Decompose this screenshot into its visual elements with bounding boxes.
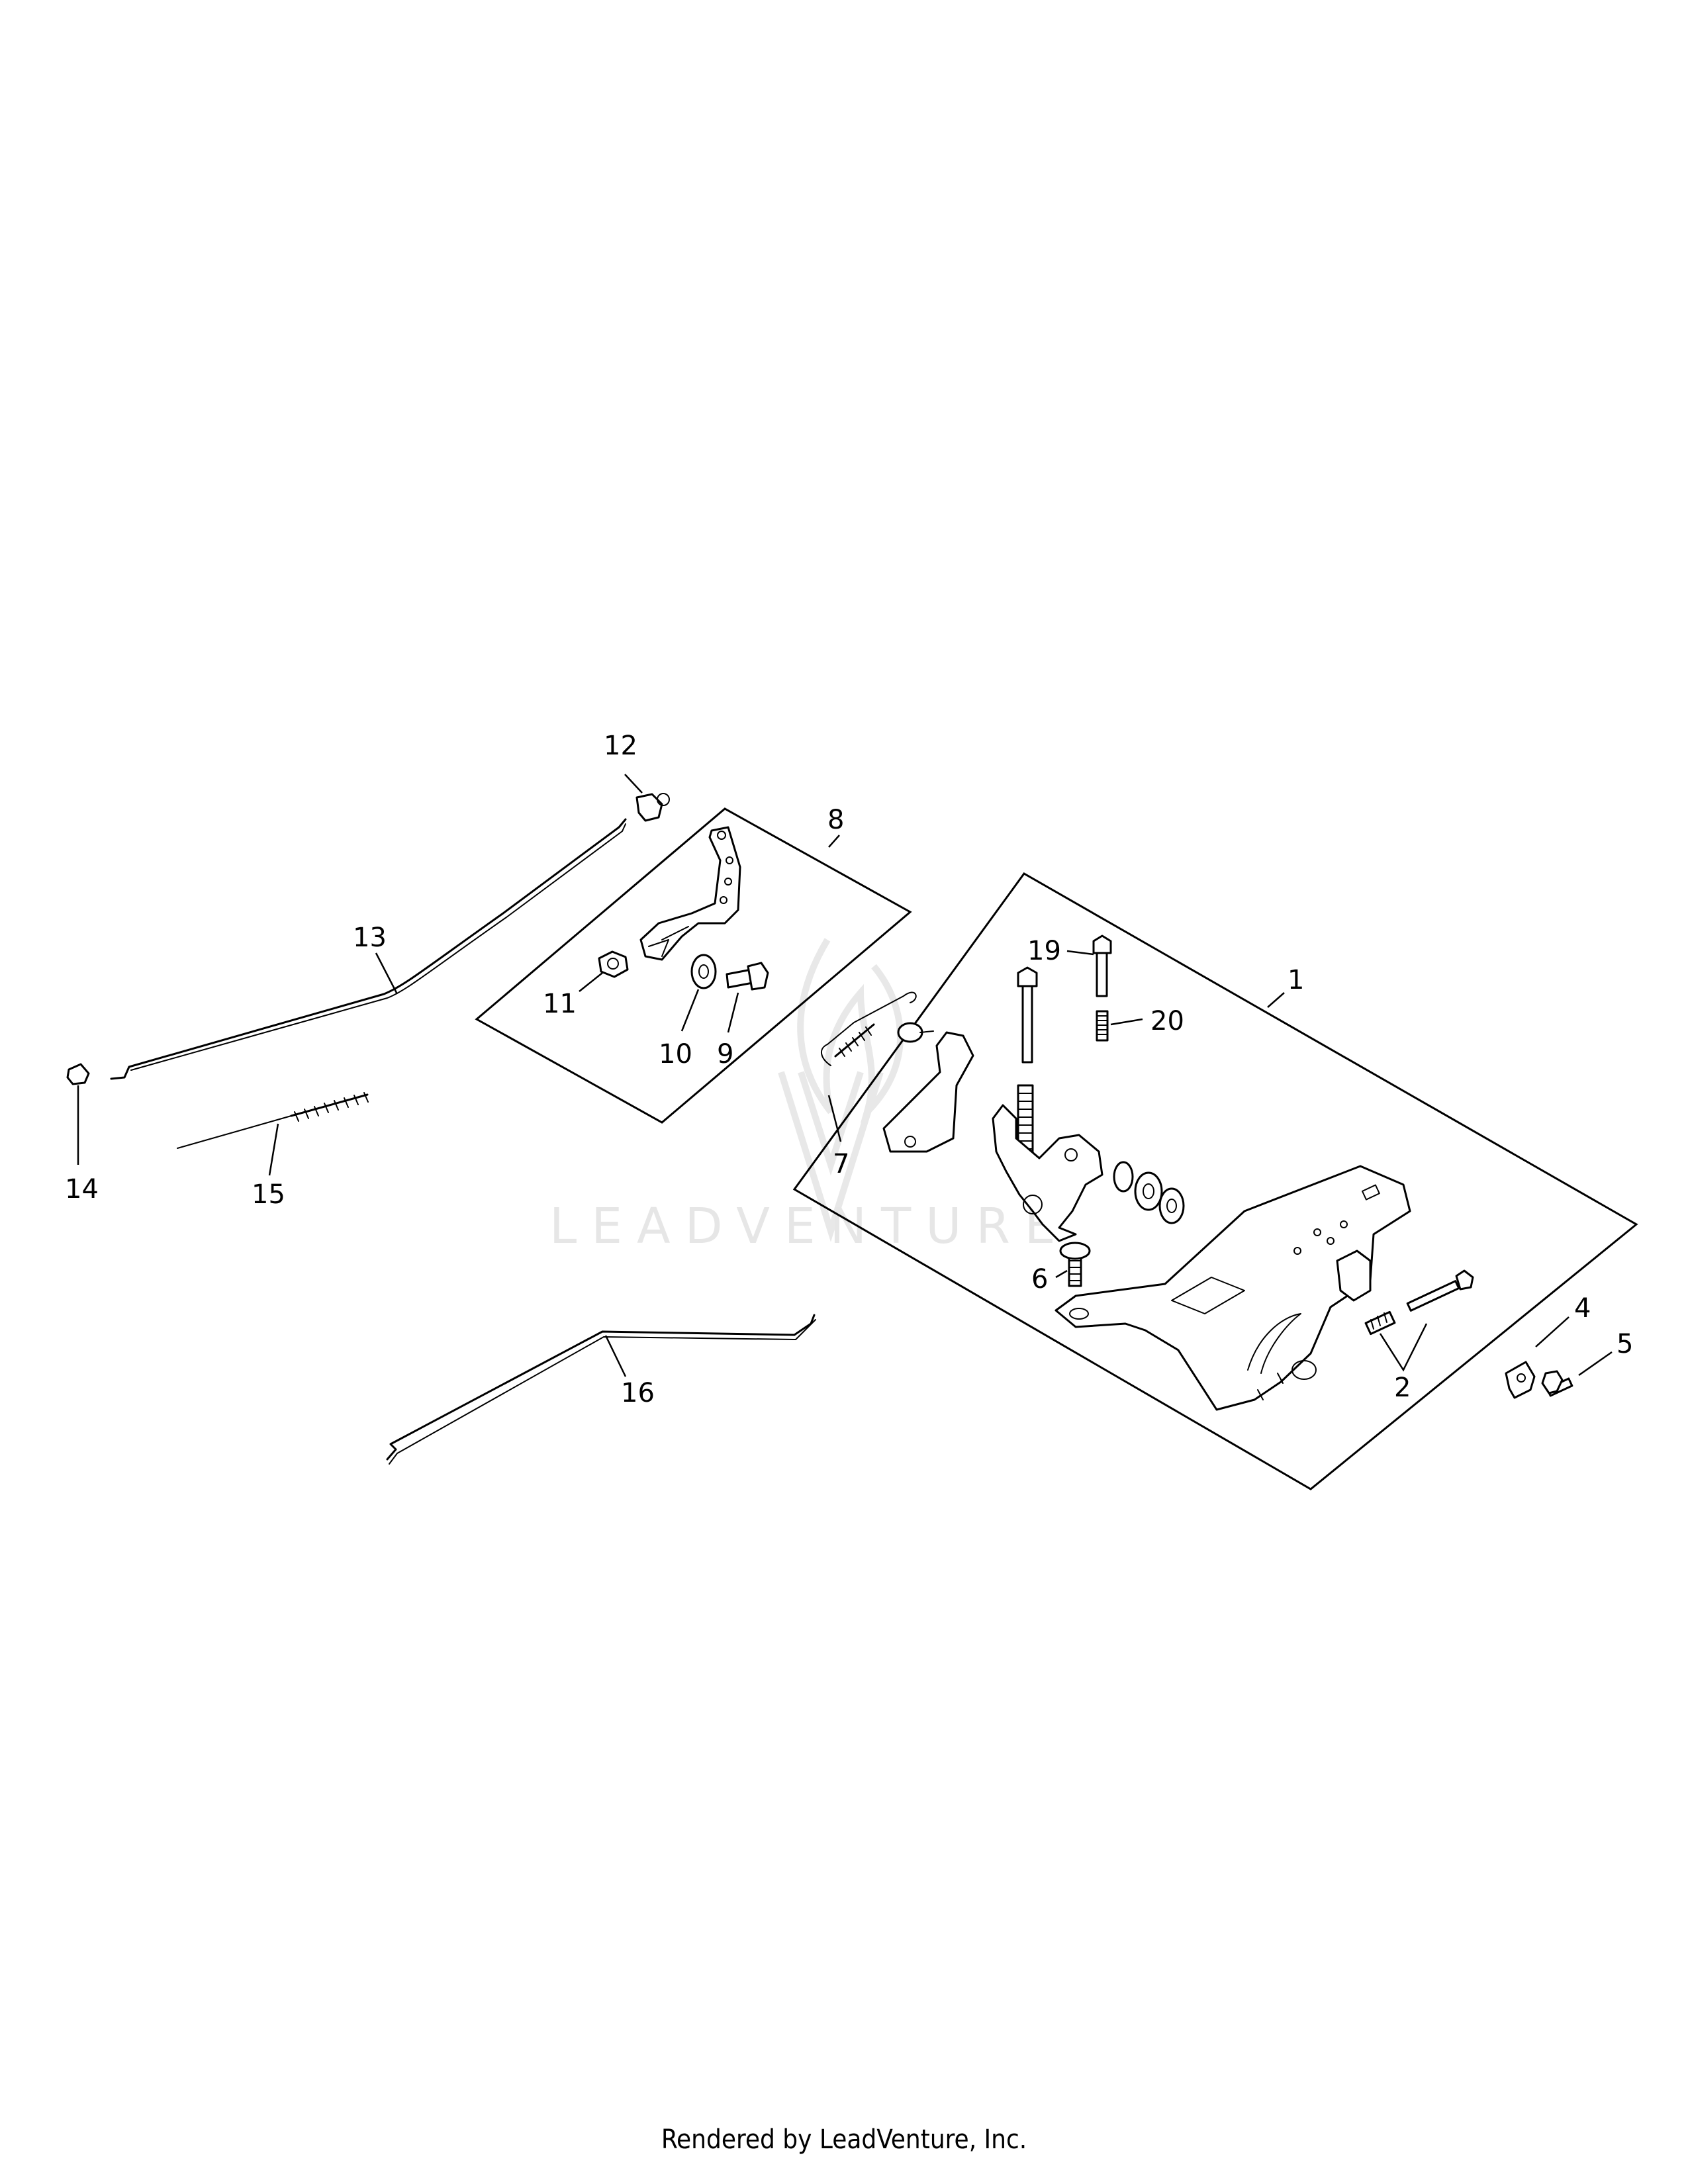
leader-20 [1110, 1018, 1143, 1026]
leader-15 [268, 1123, 279, 1176]
callout-8: 8 [827, 805, 844, 835]
leader-4 [1535, 1316, 1570, 1347]
callout-7: 7 [833, 1149, 849, 1179]
leader-6 [1055, 1269, 1068, 1279]
callout-9: 9 [717, 1039, 733, 1069]
callout-11: 11 [543, 989, 577, 1019]
leader-5 [1578, 1351, 1613, 1377]
callout-2: 2 [1394, 1373, 1411, 1403]
leader-1 [1267, 992, 1285, 1008]
part-8-bracket-lever [639, 826, 741, 961]
part-15-spring-cable [177, 1092, 369, 1149]
part-bracket-linkage [882, 1022, 974, 1153]
callout-5: 5 [1617, 1329, 1633, 1359]
callout-labels: 12 8 13 11 10 9 14 15 1 19 20 7 6 2 4 5 … [65, 731, 1633, 1408]
part-washers-set [1113, 1161, 1185, 1224]
part-11-nut [598, 950, 629, 978]
part-4-clip [1505, 1361, 1536, 1399]
leader-13 [375, 952, 399, 995]
callout-1: 1 [1288, 965, 1304, 995]
leader-lines [77, 774, 1613, 1377]
leader-7 [827, 1095, 842, 1142]
callout-20: 20 [1150, 1006, 1184, 1036]
part-19-bolt [1092, 934, 1112, 997]
part-2-spring-and-screw [1364, 1269, 1474, 1336]
part-10-washer [690, 954, 717, 989]
callout-13: 13 [353, 923, 387, 953]
part-20-spring [1096, 1010, 1109, 1042]
leader-9 [727, 992, 739, 1033]
part-13-rod [110, 818, 627, 1080]
part-adjust-spring [1017, 1084, 1034, 1160]
part-9-bolt [726, 962, 769, 991]
flame-logo-icon [778, 938, 904, 1242]
leader-11 [579, 972, 603, 992]
part-12-clip [635, 793, 670, 822]
part-7-spring [821, 991, 917, 1066]
callout-19: 19 [1027, 936, 1061, 966]
part-throttle-plate [992, 1104, 1103, 1242]
watermark-text: LEADVENTURE [549, 1198, 1070, 1255]
box-part-1 [792, 872, 1638, 1490]
part-14-clip [66, 1063, 90, 1085]
callout-6: 6 [1031, 1264, 1048, 1295]
part-5-bolt [1541, 1370, 1573, 1397]
leader-2 [1379, 1323, 1428, 1372]
callout-14: 14 [65, 1174, 99, 1205]
callout-10: 10 [659, 1039, 692, 1069]
callout-12: 12 [604, 731, 637, 761]
part-6-screw [1059, 1242, 1091, 1287]
callout-15: 15 [252, 1179, 285, 1210]
leadventure-watermark: LEADVENTURE [549, 938, 1070, 1255]
leader-10 [680, 989, 700, 1032]
part-long-bolt [1017, 966, 1038, 1064]
leader-16 [604, 1335, 627, 1377]
footer-credit: Rendered by LeadVenture, Inc. [661, 2124, 1027, 2155]
box-part-8 [475, 807, 912, 1124]
leader-12 [624, 774, 643, 794]
leader-8 [828, 835, 840, 848]
part-16-rod [386, 1314, 816, 1465]
part-1-control-base-plate [1055, 1165, 1411, 1411]
leader-19 [1066, 950, 1094, 956]
callout-4: 4 [1574, 1293, 1591, 1324]
callout-16: 16 [621, 1378, 655, 1408]
